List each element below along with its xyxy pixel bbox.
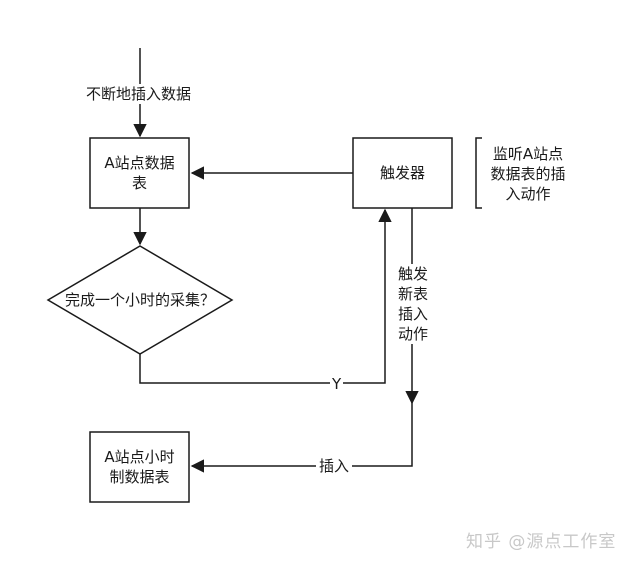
trigger-box (352, 137, 453, 209)
watermark: 知乎 @源点工作室 (466, 532, 617, 552)
source-table-line1: A站点数据 (104, 154, 175, 172)
source-table-line2: 表 (131, 174, 147, 192)
edge-decision-yes (139, 208, 392, 384)
hourly-table-box (89, 431, 190, 503)
hourly-table-line1: A站点小时 (104, 448, 175, 466)
source-table-label: A站点数据 表 (90, 153, 189, 193)
hourly-table-line2: 制数据表 (109, 468, 170, 486)
trigger-action-label: 触发 新表 插入 动作 (395, 264, 431, 344)
hourly-table-label: A站点小时 制数据表 (90, 447, 189, 487)
annotation-text: 监听A站点 数据表的插 入动作 (484, 144, 572, 204)
trigger-action-line3: 插入 (397, 305, 428, 323)
annotation-line3: 入动作 (505, 185, 551, 203)
trigger-action-line4: 动作 (397, 325, 428, 343)
input-label: 不断地插入数据 (84, 84, 194, 104)
annotation-line2: 数据表的插 (490, 165, 566, 183)
yes-label: Y (330, 374, 344, 394)
annotation-line1: 监听A站点 (492, 145, 564, 163)
trigger-action-line2: 新表 (397, 285, 428, 303)
trigger-label: 触发器 (379, 164, 425, 182)
decision-label: 完成一个小时的采集？ (64, 291, 215, 309)
insert-label: 插入 (316, 456, 353, 476)
annotation-bracket (475, 137, 482, 209)
edge-insert (190, 403, 413, 473)
trigger-action-line1: 触发 (397, 265, 428, 283)
